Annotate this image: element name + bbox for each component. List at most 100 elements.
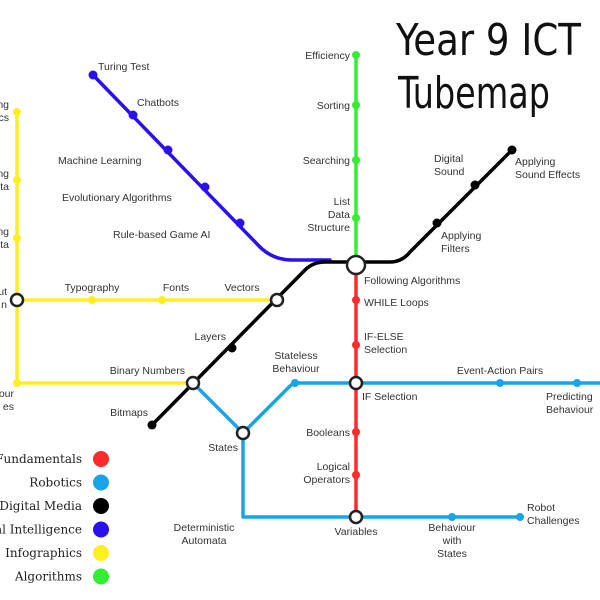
ai-line (91, 73, 332, 262)
svg-text:n: n (1, 299, 7, 311)
svg-text:Applying: Applying (515, 156, 555, 168)
station-dot (352, 296, 360, 304)
station-deterministic-automata: Deterministic Automata (174, 522, 235, 547)
svg-text:Tubemap: Tubemap (397, 68, 550, 119)
station-dot (496, 379, 504, 387)
legend-label: Infographics (5, 546, 82, 560)
station-dot (470, 180, 480, 190)
svg-text:Digital: Digital (434, 153, 463, 165)
station-dot (128, 110, 138, 120)
svg-text:States: States (437, 548, 467, 560)
legend-label: al Intelligence (0, 523, 82, 537)
svg-text:ta: ta (0, 239, 9, 251)
svg-text:Data: Data (328, 209, 350, 221)
station-dot (352, 471, 360, 479)
station-dot (352, 156, 360, 164)
station-bitmaps: Bitmaps (110, 407, 148, 419)
station-if-else-selection: IF-ELSE Selection (364, 331, 407, 356)
legend-label: Fundamentals (0, 452, 82, 466)
legend-swatch (93, 545, 109, 561)
station-turing-test: Turing Test (98, 61, 149, 73)
svg-text:es: es (3, 401, 14, 413)
station-dot (13, 108, 21, 116)
station-dot (432, 218, 442, 228)
legend-swatch (93, 498, 109, 514)
svg-text:List: List (334, 196, 350, 208)
station-dot (13, 176, 21, 184)
station-binary-numbers: Binary Numbers (110, 365, 185, 377)
station-robot-challenges: Robot Challenges (527, 502, 580, 527)
station-dot (227, 343, 237, 353)
station-list-data-structure: List Data Structure (307, 196, 350, 234)
station-dot (200, 182, 210, 192)
station-event-action-pairs: Event-Action Pairs (457, 365, 543, 377)
station-dot (352, 51, 360, 59)
svg-text:with: with (442, 535, 462, 547)
interchange-following-algorithms (345, 254, 367, 276)
station-dot (88, 70, 98, 80)
station-dot (507, 145, 517, 155)
legend-label: Digital Media (0, 499, 82, 513)
station-sorting: Sorting (317, 100, 350, 112)
station-dot (516, 513, 524, 521)
legend-swatch (93, 451, 109, 467)
station-booleans: Booleans (306, 427, 350, 439)
station-predicting-behaviour: Predicting Behaviour (546, 391, 594, 416)
page-title: Year 9 ICT Tubemap (395, 15, 582, 119)
interchange-variables (348, 509, 364, 525)
station-dot (88, 296, 96, 304)
svg-text:our: our (0, 388, 14, 400)
svg-text:cs: cs (0, 112, 9, 124)
station-dot (352, 428, 360, 436)
svg-text:ng: ng (0, 99, 9, 111)
svg-text:Structure: Structure (307, 222, 350, 234)
station-if-selection: IF Selection (362, 391, 418, 403)
svg-text:Sound: Sound (434, 166, 465, 178)
legend-swatch (93, 521, 109, 538)
station-dot (13, 234, 21, 242)
legend-swatch (93, 474, 109, 491)
station-applying-filters: Applying Filters (441, 230, 481, 255)
station-efficiency: Efficiency (305, 50, 350, 62)
legend-swatch (93, 568, 109, 585)
interchange-if-selection (348, 375, 364, 391)
svg-text:Deterministic: Deterministic (174, 522, 235, 534)
station-states: States (208, 442, 238, 454)
station-chatbots: Chatbots (137, 97, 179, 109)
interchange-states (235, 425, 251, 441)
station-dot (291, 379, 299, 387)
svg-text:Automata: Automata (182, 535, 227, 547)
station-vectors: Vectors (224, 282, 259, 294)
robotics-line (191, 381, 600, 519)
station-dot (158, 296, 166, 304)
svg-text:Behaviour: Behaviour (428, 522, 476, 534)
svg-text:Sound Effects: Sound Effects (515, 169, 580, 181)
station-digital-sound: Digital Sound (434, 153, 465, 178)
infographics-line (15, 110, 279, 385)
station-behaviour-with-states: Behaviour with States (428, 522, 476, 560)
station-logical-operators: Logical Operators (303, 461, 350, 486)
svg-text:ut: ut (0, 286, 7, 298)
legend-label: Robotics (29, 476, 82, 490)
station-dot (352, 214, 360, 222)
station-dot (352, 101, 360, 109)
station-layers: Layers (194, 331, 226, 343)
station-stateless-behaviour: Stateless Behaviour (272, 350, 320, 375)
svg-text:Operators: Operators (303, 474, 350, 486)
station-rule-based-game-ai: Rule-based Game AI (113, 229, 210, 241)
interchange-binary-numbers (185, 375, 201, 391)
svg-text:IF-ELSE: IF-ELSE (364, 331, 404, 343)
station-dot (147, 420, 157, 430)
station-searching: Searching (303, 155, 350, 167)
station-while-loops: WHILE Loops (364, 297, 429, 309)
interchange-vectors (269, 292, 285, 308)
svg-text:ng: ng (0, 168, 9, 180)
station-machine-learning: Machine Learning (58, 155, 142, 167)
station-dot (573, 379, 581, 387)
station-evolutionary-algorithms: Evolutionary Algorithms (62, 192, 172, 204)
station-applying-sound-effects: Applying Sound Effects (515, 156, 580, 181)
svg-text:ng: ng (0, 226, 9, 238)
